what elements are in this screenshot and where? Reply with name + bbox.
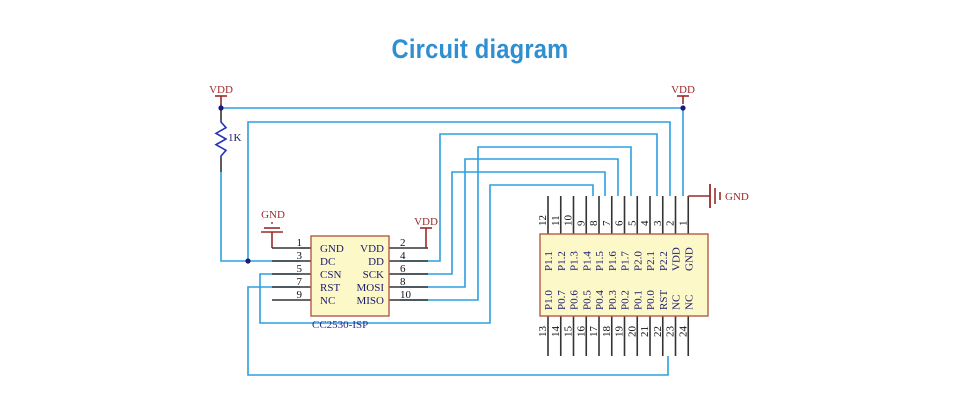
- isp-pin-number: 1: [297, 237, 303, 249]
- module-pin-name-bottom: RST: [658, 290, 670, 310]
- module-pin-number-bottom: 24: [677, 326, 689, 338]
- isp-pin-number: 7: [297, 276, 303, 288]
- module-pin-name-bottom: P1.0: [543, 290, 555, 310]
- module-pin-number-bottom: 13: [537, 326, 549, 338]
- module-pin-number-top: 5: [626, 220, 638, 226]
- wire-mosi: [400, 158, 619, 288]
- module-pin-number-bottom: 21: [639, 326, 651, 337]
- wire-dc-to-module: [247, 121, 671, 261]
- module-pin-name-top: P1.6: [607, 251, 619, 271]
- module-pin-number-top: 1: [677, 221, 689, 227]
- module-pin-number-top: 4: [639, 220, 651, 226]
- module-pin-name-bottom: P0.6: [569, 290, 581, 310]
- isp-pin-name-right: SCK: [363, 269, 384, 281]
- module-body: [539, 233, 709, 317]
- isp-pin-number: 8: [400, 276, 406, 288]
- module-pin-name-top: P1.3: [569, 251, 581, 271]
- isp-pin-number: 10: [400, 289, 412, 301]
- module-pin-name-top: P2.0: [632, 251, 644, 271]
- isp-pin-name-left: RST: [320, 282, 340, 294]
- gnd-symbol-left: GND: [261, 209, 300, 249]
- isp-pin-name-left: GND: [320, 243, 344, 255]
- isp-pin-name-left: NC: [320, 295, 335, 307]
- module-pin-name-top: P2.1: [645, 251, 657, 271]
- wire-sck: [400, 171, 606, 275]
- gnd-symbol-right: GND: [687, 184, 749, 208]
- module-pin-number-bottom: 18: [601, 326, 613, 338]
- module-pin-name-bottom: NC: [683, 295, 695, 310]
- gnd-label-right: GND: [725, 191, 749, 203]
- vdd-label: VDD: [209, 84, 233, 96]
- wire-miso: [400, 146, 632, 301]
- module-pin-name-bottom: P0.1: [632, 290, 644, 310]
- module-pin-name-top: P1.5: [594, 251, 606, 271]
- isp-pin-name-left: CSN: [320, 269, 341, 281]
- vdd-label: VDD: [671, 84, 695, 96]
- vdd-label: VDD: [414, 216, 438, 228]
- resistor-1k: [214, 120, 228, 158]
- gnd-label-left: GND: [261, 209, 285, 221]
- module-pin-name-top: P2.2: [658, 251, 670, 271]
- isp-pin-name-right: MOSI: [356, 282, 384, 294]
- wire-csn: [259, 184, 594, 324]
- isp-pin-number: 6: [400, 263, 406, 275]
- resistor-label: 1K: [228, 132, 242, 144]
- isp-header-body: [310, 235, 390, 317]
- module-pin-name-top: P1.4: [581, 251, 593, 271]
- junction-dot-vdd-left: [218, 105, 224, 111]
- module-pin-number-top: 10: [563, 215, 575, 227]
- module-pin-number-top: 8: [588, 220, 600, 226]
- module-pin-name-bottom: P0.7: [556, 290, 568, 310]
- wires: [220, 107, 684, 376]
- module-pin-name-top: P1.1: [543, 251, 555, 271]
- isp-pin-number: 4: [400, 250, 406, 262]
- module-pin-name-bottom: P0.3: [607, 290, 619, 310]
- module-pin-number-bottom: 19: [614, 326, 626, 338]
- module-pin-name-top: P1.2: [556, 251, 568, 271]
- module-pin-number-bottom: 23: [665, 326, 677, 338]
- junction-dot-vdd-right: [680, 105, 686, 111]
- module-pin-number-top: 7: [601, 220, 613, 226]
- isp-pin-name-left: DC: [320, 256, 335, 268]
- module-pin-number-top: 2: [665, 221, 677, 227]
- isp-part-name: CC2530-ISP: [312, 319, 368, 331]
- module-pin-number-top: 11: [550, 215, 562, 226]
- vdd-symbol-isp: VDD: [414, 216, 438, 236]
- module-pin-number-bottom: 14: [550, 326, 562, 338]
- junction-dot-dc: [245, 258, 251, 264]
- vdd-symbol-left: VDD: [209, 84, 233, 104]
- vdd-symbol-right: VDD: [671, 84, 695, 104]
- module-pin-name-top: VDD: [671, 247, 683, 271]
- module-pin-number-top: 6: [614, 220, 626, 226]
- isp-pin-name-right: MISO: [356, 295, 384, 307]
- module-pin-number-bottom: 15: [563, 326, 575, 338]
- isp-pin-number: 9: [297, 289, 303, 301]
- wire-rst: [247, 286, 669, 376]
- module-pin-number-top: 3: [652, 220, 664, 226]
- module-pin-name-bottom: P0.2: [620, 290, 632, 310]
- isp-pin-number: 3: [297, 250, 303, 262]
- isp-pin-name-right: VDD: [360, 243, 384, 255]
- module-pin-name-bottom: P0.4: [594, 290, 606, 310]
- isp-pin-number: 2: [400, 237, 406, 249]
- module-pin-number-top: 9: [575, 220, 587, 226]
- module-pin-name-bottom: P0.5: [581, 290, 593, 310]
- module-pin-number-bottom: 20: [626, 326, 638, 338]
- module-pin-number-top: 12: [537, 215, 549, 226]
- module-pin-name-top: GND: [683, 247, 695, 271]
- diagram-title: Circuit diagram: [391, 34, 569, 64]
- module-pin-number-bottom: 17: [588, 326, 600, 338]
- module-pin-name-bottom: NC: [671, 295, 683, 310]
- module-pin-name-top: P1.7: [620, 251, 632, 271]
- isp-pin-name-right: DD: [368, 256, 384, 268]
- module-pin-number-bottom: 22: [652, 326, 664, 337]
- isp-pin-number: 5: [297, 263, 303, 275]
- module-pin-number-bottom: 16: [575, 326, 587, 338]
- module-pin-name-bottom: P0.0: [645, 290, 657, 310]
